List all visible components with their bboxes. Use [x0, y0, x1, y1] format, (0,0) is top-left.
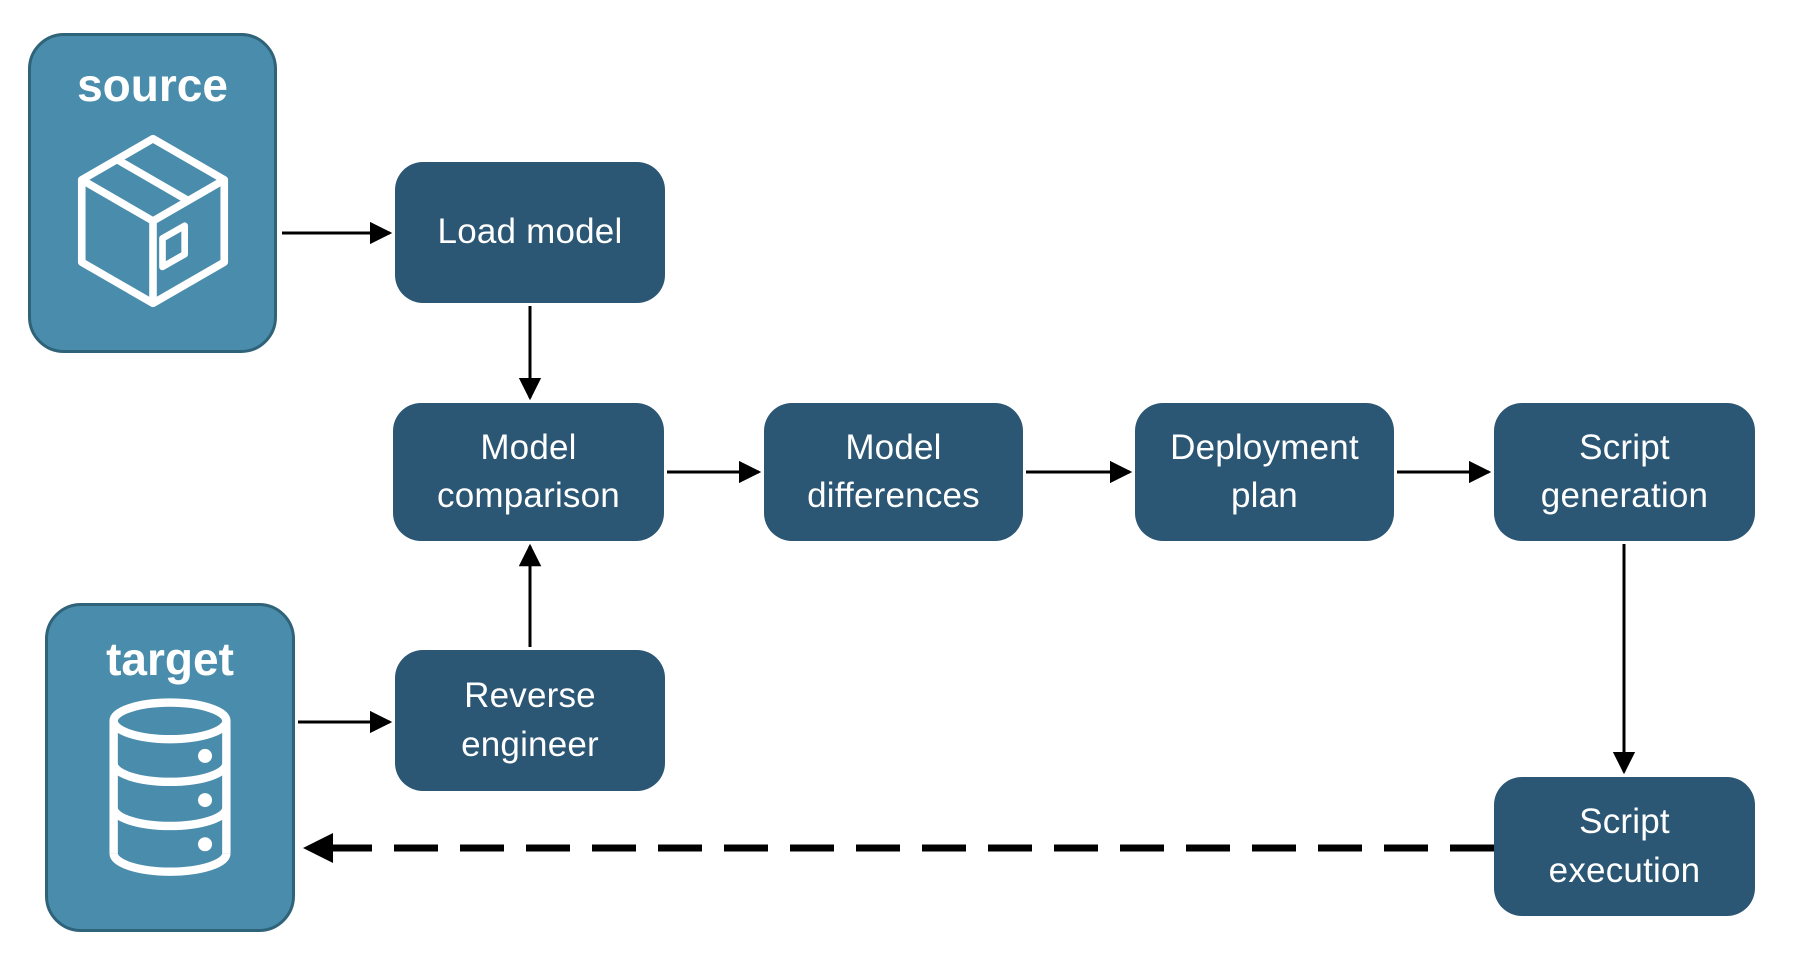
target-title: target [106, 633, 234, 685]
node-deployment-plan: Deployment plan [1135, 403, 1394, 541]
package-icon [77, 134, 228, 307]
database-icon [109, 698, 231, 876]
source-title: source [77, 59, 228, 111]
node-model-differences: Model differences [764, 403, 1023, 541]
target-container: target [45, 603, 295, 932]
node-load-model: Load model [395, 162, 665, 303]
node-script-execution: Script execution [1494, 777, 1755, 916]
node-reverse-engineer: Reverse engineer [395, 650, 665, 791]
node-model-comparison: Model comparison [393, 403, 664, 541]
source-container: source [28, 33, 277, 353]
node-script-generation: Script generation [1494, 403, 1755, 541]
